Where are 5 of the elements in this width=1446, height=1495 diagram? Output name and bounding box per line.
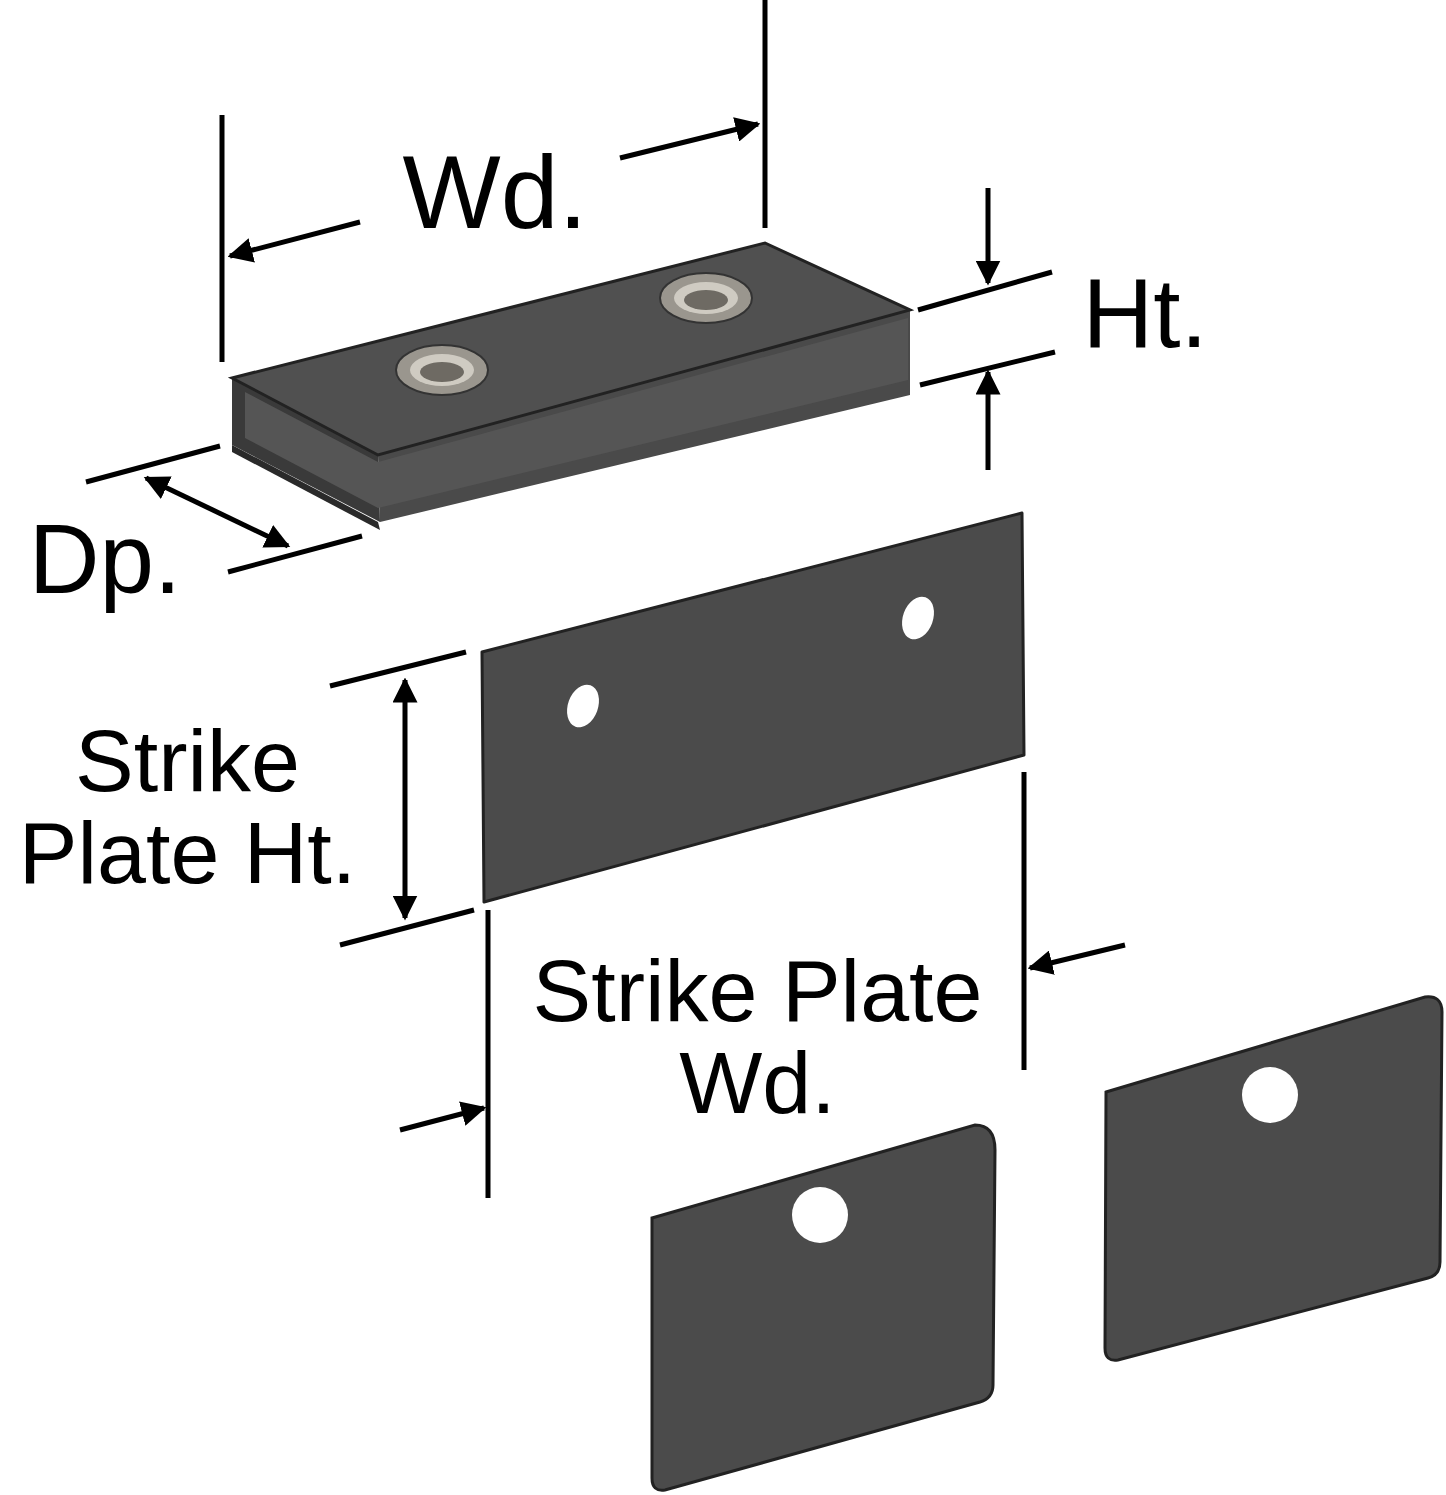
dimension-label: Wd. xyxy=(401,138,589,248)
dimension-label: Strike Plate Ht. xyxy=(17,715,358,900)
dimension-label: Dp. xyxy=(27,508,183,611)
dimension-label: Strike Plate Wd. xyxy=(531,945,984,1130)
dimension-label: Ht. xyxy=(1081,262,1209,365)
